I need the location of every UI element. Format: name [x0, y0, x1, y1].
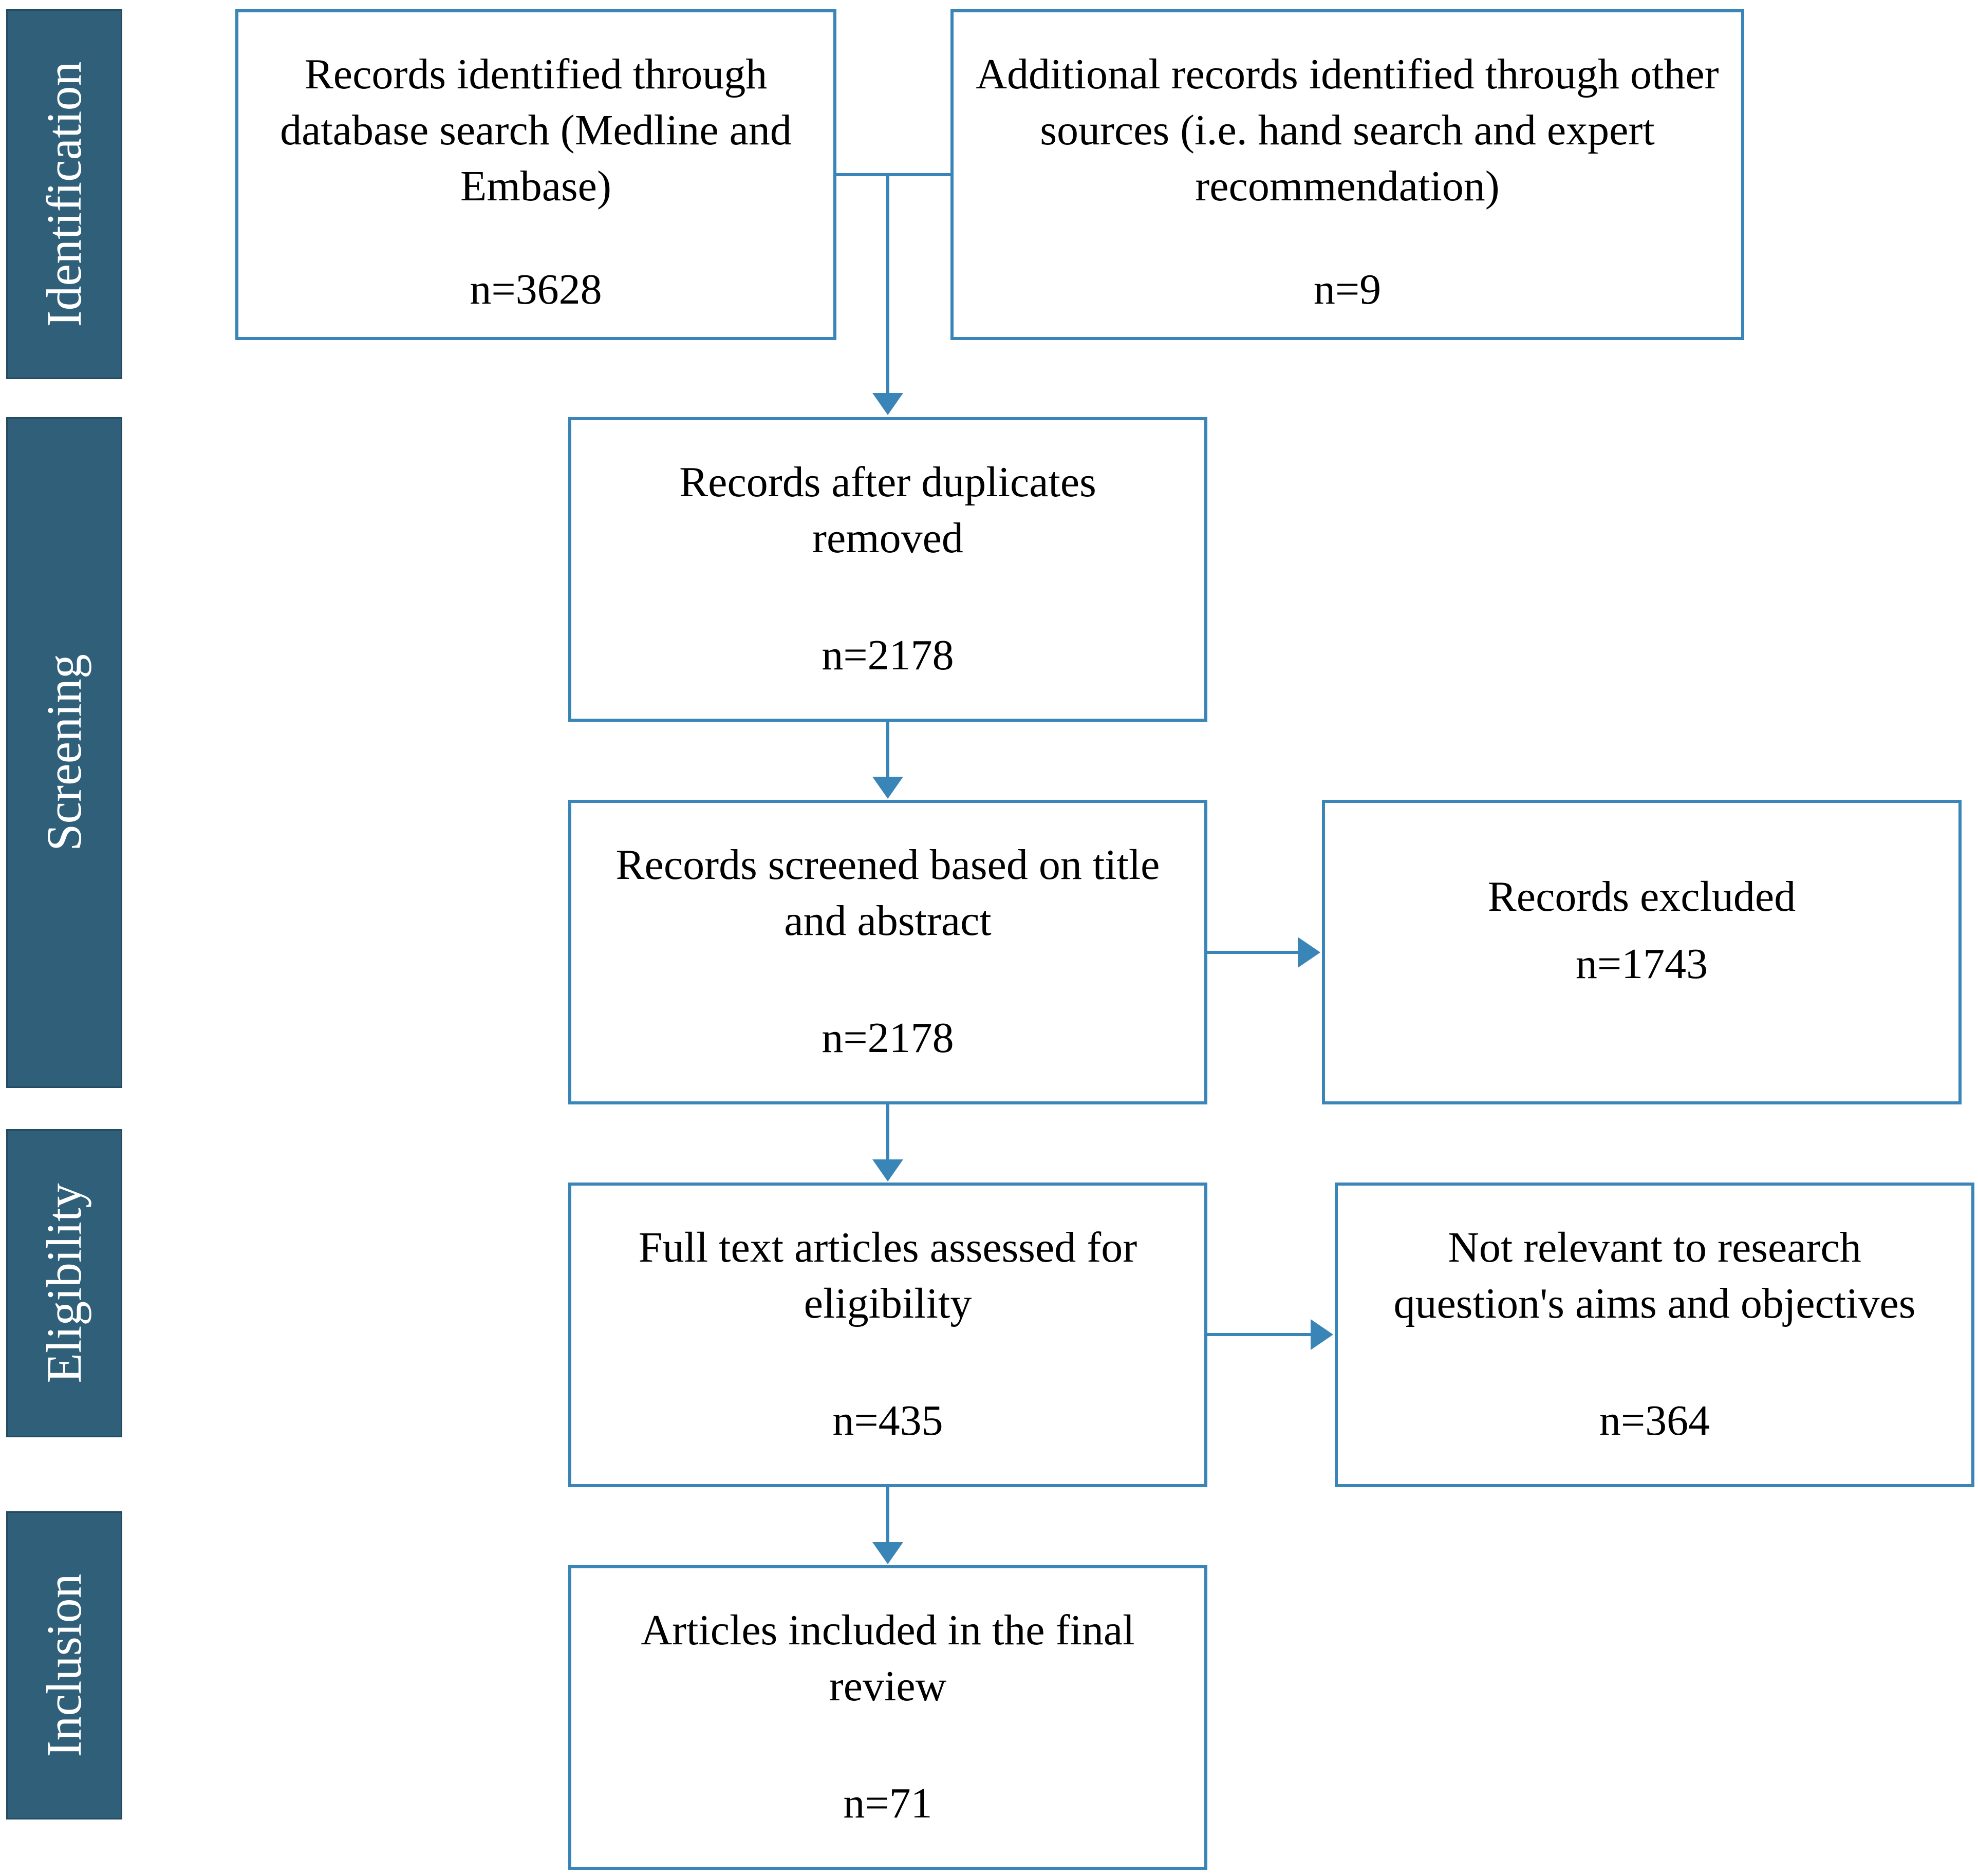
arrowhead-excluded [1298, 937, 1320, 968]
after-duplicates-label: Records after duplicates removed [679, 458, 1096, 562]
arrowhead-included [872, 1542, 903, 1564]
box-full-text: Full text articles assessed for eligibil… [568, 1183, 1207, 1487]
database-search-label: Records identified through database sear… [280, 50, 792, 210]
full-text-count: n=435 [832, 1397, 943, 1444]
excluded-count: n=1743 [1575, 940, 1708, 988]
included-count: n=71 [843, 1779, 932, 1827]
excluded-label: Records excluded [1487, 873, 1796, 921]
arrowhead-full-text [872, 1159, 903, 1181]
box-database-search: Records identified through database sear… [235, 9, 836, 340]
phase-identification: Identification [6, 9, 122, 379]
full-text-label: Full text articles assessed for eligibil… [638, 1224, 1137, 1327]
box-included: Articles included in the final review n=… [568, 1565, 1207, 1870]
arrowhead-deduplicated [872, 393, 903, 415]
not-relevant-label: Not relevant to research question's aims… [1393, 1224, 1916, 1327]
phase-screening: Screening [6, 417, 122, 1088]
arrowhead-screened [872, 777, 903, 799]
box-after-duplicates: Records after duplicates removed n=2178 [568, 417, 1207, 722]
phase-eligibility: Eligibility [6, 1129, 122, 1437]
other-sources-label: Additional records identified through ot… [976, 50, 1719, 210]
phase-inclusion: Inclusion [6, 1511, 122, 1819]
not-relevant-count: n=364 [1599, 1397, 1710, 1444]
box-other-sources: Additional records identified through ot… [950, 9, 1744, 340]
box-screened: Records screened based on title and abst… [568, 800, 1207, 1104]
screened-count: n=2178 [822, 1014, 954, 1062]
after-duplicates-count: n=2178 [822, 631, 954, 679]
other-sources-count: n=9 [1313, 266, 1382, 313]
screened-label: Records screened based on title and abst… [615, 841, 1160, 945]
arrowhead-not-relevant [1311, 1319, 1333, 1350]
included-label: Articles included in the final review [641, 1606, 1135, 1710]
box-not-relevant: Not relevant to research question's aims… [1335, 1183, 1974, 1487]
database-search-count: n=3628 [470, 266, 602, 313]
box-excluded: Records excluded n=1743 [1322, 800, 1962, 1104]
